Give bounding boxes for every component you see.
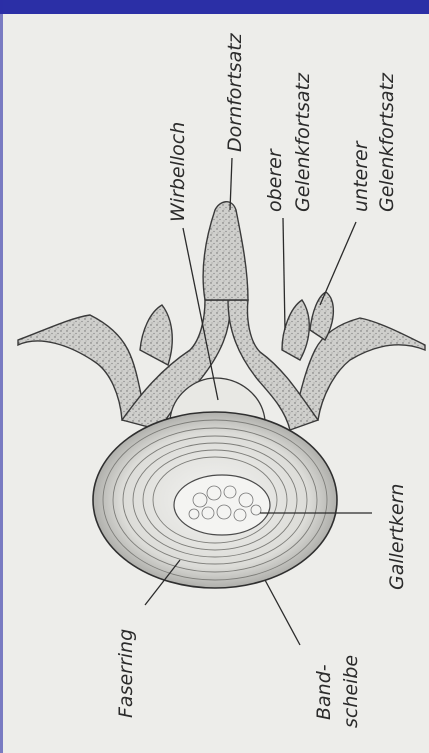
label-oberer-line1: oberer [264,148,286,212]
label-dornfortsatz: Dornfortsatz [224,32,246,152]
label-bandscheibe-line1: Band- [313,664,335,720]
top-frame-bar [0,0,429,14]
label-wirbelloch: Wirbelloch [167,122,189,222]
label-faserring: Faserring [115,629,137,718]
label-oberer-line2: Gelenkfortsatz [292,72,314,212]
leader-unterer [320,222,356,305]
left-frame-edge [0,0,3,753]
leader-oberer [283,218,285,330]
label-gallertkern: Gallertkern [386,484,408,590]
label-bandscheibe-line2: scheibe [340,655,362,728]
label-unterer-line1: unterer [350,140,372,212]
leader-bandscheibe [265,580,300,645]
label-unterer-line2: Gelenkfortsatz [376,72,398,212]
nucleus-pulposus [174,475,270,535]
